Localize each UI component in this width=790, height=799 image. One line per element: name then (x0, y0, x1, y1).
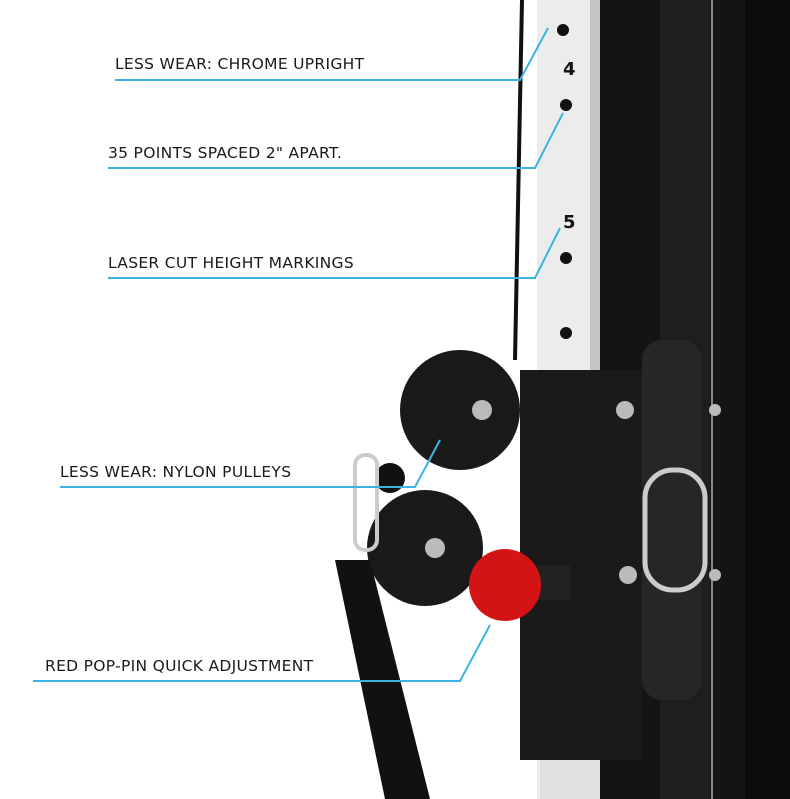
carabiner (642, 467, 708, 593)
height-marking: 4 (563, 59, 576, 80)
callout-chrome-upright: LESS WEAR: CHROME UPRIGHT (115, 55, 365, 73)
callout-nylon-pulleys: LESS WEAR: NYLON PULLEYS (60, 463, 292, 481)
leader-lines (33, 27, 564, 682)
strap (335, 560, 430, 799)
height-marking: 5 (563, 212, 576, 233)
upright-holes (557, 24, 572, 339)
nylon-pulley (400, 350, 520, 470)
callout-pop-pin: RED POP-PIN QUICK ADJUSTMENT (45, 657, 314, 675)
callout-points-spacing: 35 POINTS SPACED 2" APART. (108, 144, 343, 162)
red-pop-pin (469, 549, 541, 621)
callout-height-markings: LASER CUT HEIGHT MARKINGS (108, 254, 354, 272)
